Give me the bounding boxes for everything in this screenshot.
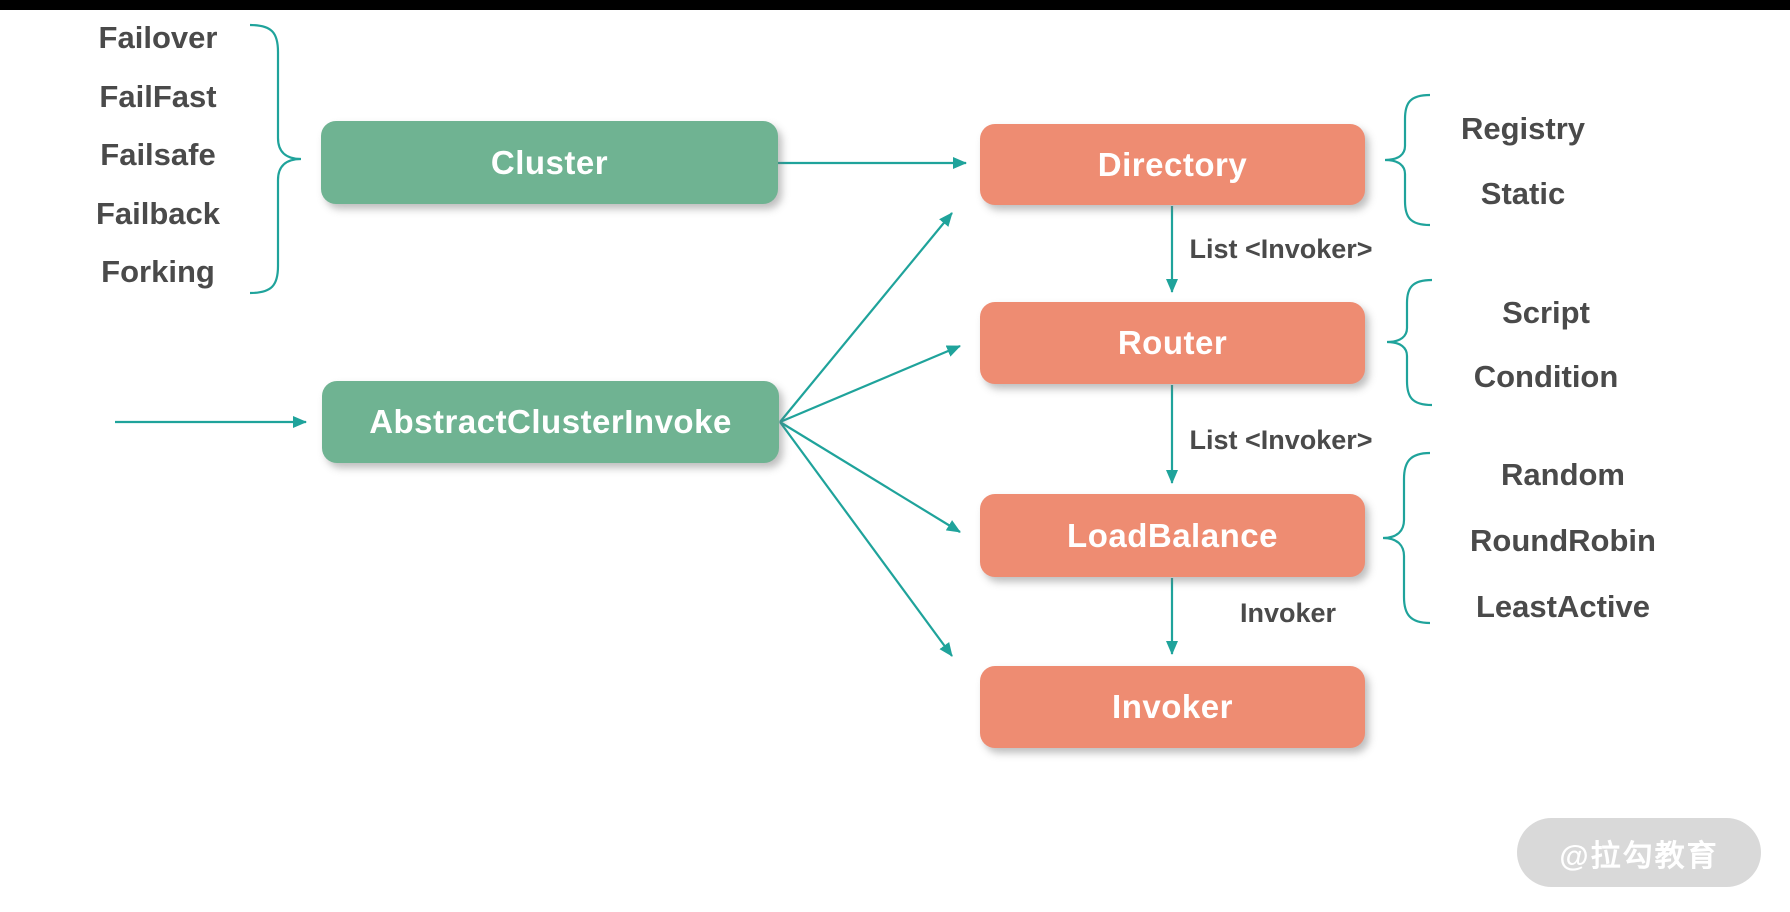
- node-router: Router: [980, 302, 1365, 384]
- watermark-badge: @拉勾教育: [1517, 818, 1761, 887]
- node-invoker: Invoker: [980, 666, 1365, 748]
- strategy-forking: Forking: [101, 254, 215, 289]
- node-loadbalance: LoadBalance: [980, 494, 1365, 577]
- loadbalance-type-list: Random RoundRobin LeastActive: [1452, 442, 1674, 640]
- arrow-aci-to-invoker: [779, 421, 953, 657]
- edge-label-loadbalance-to-invoker: Invoker: [1239, 598, 1337, 628]
- node-abstract-cluster-invoke: AbstractClusterInvoke: [322, 381, 779, 463]
- brace-loadbalance-types: [1382, 451, 1431, 625]
- loadbalance-type-leastactive: LeastActive: [1475, 589, 1651, 624]
- cluster-strategy-list: Failover FailFast Failsafe Failback Fork…: [58, 9, 258, 302]
- router-type-condition: Condition: [1473, 359, 1619, 394]
- strategy-failback: Failback: [95, 195, 221, 231]
- arrow-aci-to-directory: [779, 212, 953, 423]
- directory-type-static: Static: [1480, 176, 1566, 211]
- strategy-failsafe: Failsafe: [100, 137, 216, 172]
- router-type-script: Script: [1502, 295, 1590, 330]
- arrow-aci-to-router: [779, 344, 961, 424]
- arrow-aci-to-loadbalance: [779, 421, 961, 533]
- directory-type-list: Registry Static: [1423, 96, 1623, 226]
- node-directory: Directory: [980, 124, 1365, 205]
- strategy-failfast: FailFast: [99, 78, 217, 114]
- router-type-list: Script Condition: [1440, 281, 1652, 409]
- edge-label-router-to-loadbalance: List <Invoker>: [1189, 425, 1373, 455]
- node-cluster: Cluster: [321, 121, 778, 204]
- edge-label-directory-to-router: List <Invoker>: [1189, 234, 1373, 264]
- directory-type-registry: Registry: [1460, 111, 1586, 146]
- top-black-bar: [0, 0, 1790, 10]
- loadbalance-type-roundrobin: RoundRobin: [1470, 523, 1656, 558]
- strategy-failover: Failover: [98, 20, 218, 55]
- brace-router-types: [1386, 278, 1433, 407]
- loadbalance-type-random: Random: [1501, 457, 1625, 492]
